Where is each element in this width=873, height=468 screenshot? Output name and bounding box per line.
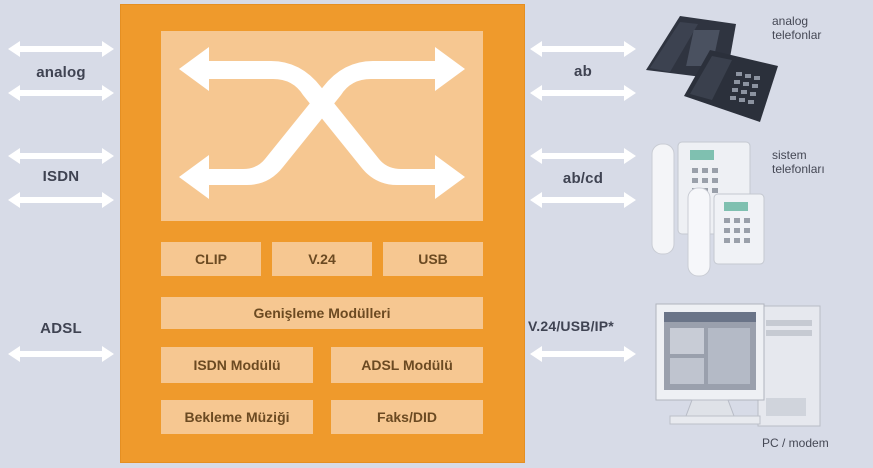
analog-line-arrows bbox=[8, 41, 114, 101]
v24-usb-ip-label: V.24/USB/IP* bbox=[528, 318, 614, 334]
ab-line-arrows bbox=[530, 41, 636, 101]
usb-module: USB bbox=[383, 242, 483, 276]
clip-module: CLIP bbox=[161, 242, 261, 276]
fax-did-module: Faks/DID bbox=[331, 400, 483, 434]
v24-module: V.24 bbox=[272, 242, 372, 276]
crossover-arrows-icon bbox=[179, 47, 465, 199]
system-phones-label: sistem telefonları bbox=[772, 148, 825, 176]
analog-phones-label: analog telefonlar bbox=[772, 14, 822, 42]
pc-line-arrow bbox=[530, 346, 636, 362]
hold-music-module: Bekleme Müziği bbox=[161, 400, 313, 434]
abcd-label: ab/cd bbox=[562, 170, 604, 187]
isdn-label: ISDN bbox=[42, 168, 80, 185]
pc-monitor-icon bbox=[655, 303, 821, 427]
adsl-line-arrow bbox=[8, 346, 114, 362]
pc-modem-label: PC / modem bbox=[762, 436, 829, 450]
switching-matrix-panel bbox=[161, 31, 483, 221]
system-phone-icon bbox=[651, 141, 765, 277]
analog-label: analog bbox=[36, 64, 86, 81]
isdn-line-arrows bbox=[8, 148, 114, 208]
abcd-line-arrows bbox=[530, 148, 636, 208]
adsl-label: ADSL bbox=[40, 320, 82, 337]
isdn-module: ISDN Modülü bbox=[161, 347, 313, 383]
analog-phone-icon bbox=[646, 16, 778, 122]
ab-label: ab bbox=[574, 63, 592, 80]
adsl-module: ADSL Modülü bbox=[331, 347, 483, 383]
expansion-modules-bar: Genişleme Modülleri bbox=[161, 297, 483, 329]
